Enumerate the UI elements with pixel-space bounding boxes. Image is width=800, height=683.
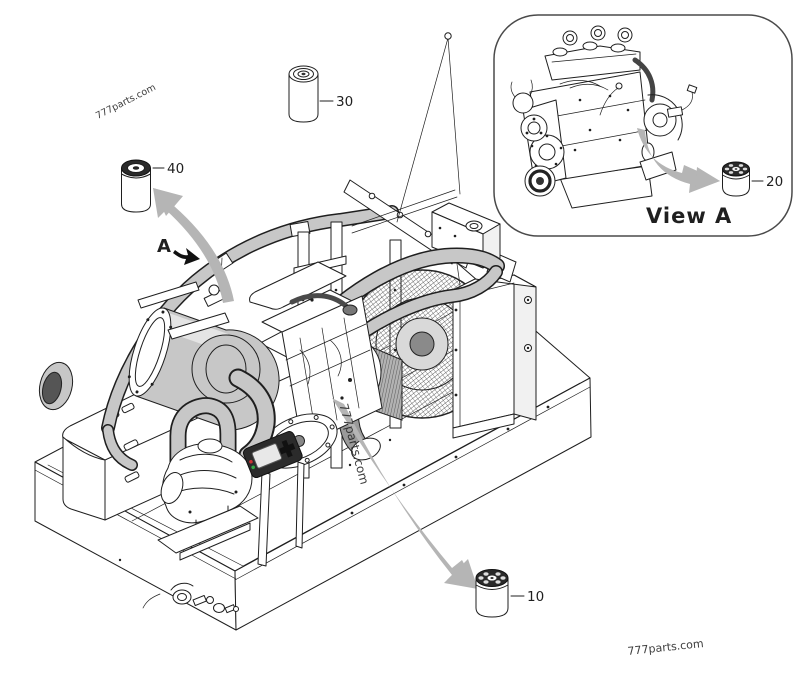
filter-part-40: 40 (121, 159, 184, 213)
callout-arrow-20 (637, 128, 720, 193)
part-label-40: 40 (167, 161, 184, 177)
part-label-20: 20 (766, 174, 783, 190)
red-led (249, 459, 253, 464)
filter-part-20: 20 (722, 161, 783, 197)
view-a-inset: 20 View A (493, 14, 793, 237)
callout-arrow-40 (153, 188, 234, 303)
callout-arrow-10 (332, 398, 478, 589)
intake-pipe-end (38, 361, 74, 411)
part-label-10: 10 (527, 589, 544, 605)
part-label-30: 30 (336, 94, 353, 110)
control-panel (242, 431, 305, 567)
filter-top-pattern (478, 572, 506, 584)
engine-assembly (203, 257, 383, 469)
inset-engine (510, 25, 698, 209)
filter-part-30: 30 (288, 65, 353, 123)
detail-marker-label: A (157, 236, 171, 257)
detail-arrow-icon (173, 248, 200, 265)
airend-pump (157, 438, 259, 561)
view-a-label: View A (646, 204, 732, 228)
green-led (251, 465, 255, 470)
u-hose (169, 397, 237, 506)
panel-display (251, 443, 283, 469)
detail-marker: A (157, 236, 200, 265)
flange-bolts (127, 310, 173, 394)
drain-valves (142, 582, 239, 614)
filter-part-10: 10 (475, 569, 544, 618)
